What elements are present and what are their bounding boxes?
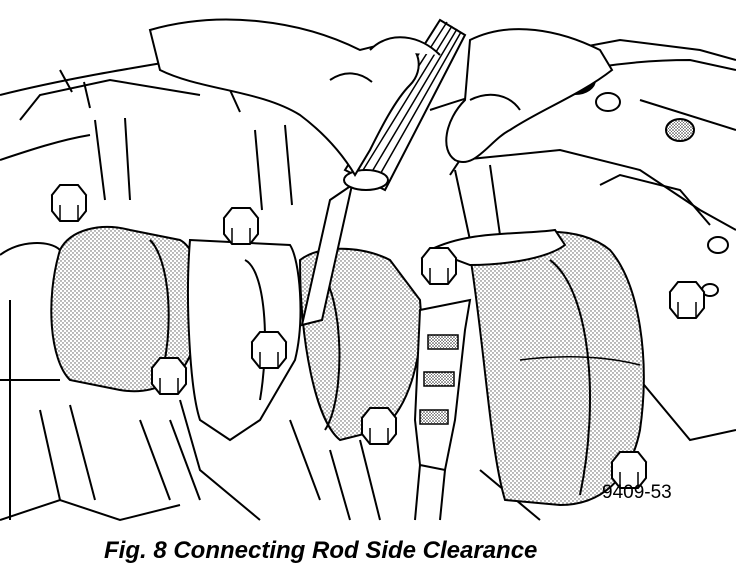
rod-cap-center-left (187, 238, 302, 442)
crank-counterweight (427, 228, 645, 507)
crank-journal-left (0, 226, 201, 393)
block-webs (39, 117, 501, 521)
hands (148, 18, 614, 177)
engine-crankshaft-illustration (0, 18, 736, 522)
figure-caption: Fig. 8 Connecting Rod Side Clearance (104, 537, 538, 564)
connecting-rod (413, 298, 472, 521)
crank-journal-center (298, 247, 422, 442)
figure-id-label: 9409-53 (602, 482, 672, 503)
